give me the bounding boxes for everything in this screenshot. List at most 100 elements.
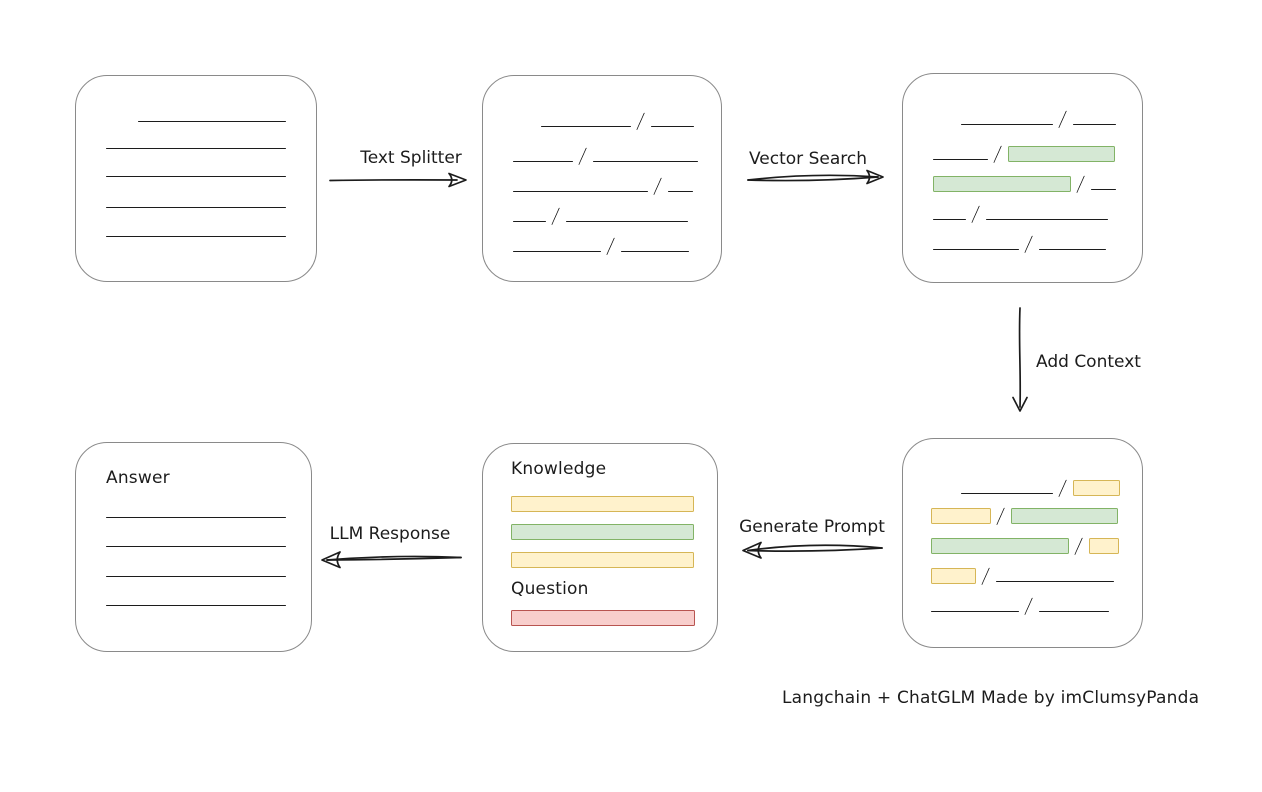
text-line: [513, 161, 573, 162]
chunk-row: [106, 176, 316, 178]
slash-separator: [971, 205, 981, 224]
chunk-row: [933, 175, 1142, 194]
context-result-node: [902, 438, 1143, 648]
question-label: Question: [511, 579, 589, 599]
chunk-row: [106, 546, 311, 548]
text-line: [961, 493, 1053, 494]
chunk-row: [933, 235, 1142, 254]
chunk-row: [931, 537, 1142, 556]
slash-separator: [1074, 537, 1084, 556]
question-chunks: [511, 610, 717, 626]
slash-separator: [1024, 597, 1034, 616]
text-line: [106, 236, 286, 237]
text-line: [138, 121, 286, 122]
llm-response-arrow: [321, 551, 462, 569]
chunk-row: [931, 567, 1142, 586]
text-line: [106, 148, 286, 149]
text-line: [933, 159, 988, 160]
slash-separator: [653, 177, 663, 196]
text-splitter-arrow: [329, 172, 467, 188]
green-chunk: [933, 176, 1071, 192]
chunk-row: [106, 605, 311, 607]
slash-separator: [1058, 479, 1068, 498]
chunk-row: [106, 576, 311, 578]
prompt-node: Knowledge Question: [482, 443, 718, 652]
slash-separator: [636, 112, 646, 131]
text-line: [593, 161, 698, 162]
slash-separator: [993, 145, 1003, 164]
chunk-row: [513, 177, 721, 196]
slash-separator: [996, 507, 1006, 526]
green-chunk: [1011, 508, 1118, 524]
slash-separator: [1058, 110, 1068, 129]
vector-search-label: Vector Search: [749, 149, 867, 169]
red-chunk: [511, 610, 695, 626]
chunk-row: [931, 479, 1142, 498]
chunk-row: [106, 121, 316, 123]
knowledge-label: Knowledge: [511, 459, 607, 479]
yellow-chunk: [931, 508, 991, 524]
chunk-row: [933, 110, 1142, 129]
diagram-caption: Langchain + ChatGLM Made by imClumsyPand…: [782, 688, 1200, 708]
knowledge-chunks: [511, 496, 717, 568]
generate-prompt-label: Generate Prompt: [739, 517, 885, 537]
chunk-row: [106, 236, 316, 238]
text-line: [106, 605, 286, 606]
text-line: [106, 517, 286, 518]
text-line: [541, 126, 631, 127]
answer-content: Answer: [76, 443, 311, 607]
text-line: [931, 611, 1019, 612]
text-line: [986, 219, 1108, 220]
slash-separator: [981, 567, 991, 586]
search-result-lines: [903, 110, 1142, 318]
yellow-chunk: [511, 496, 694, 512]
prompt-content: Knowledge Question: [483, 444, 717, 626]
split-chunks-lines: [483, 112, 721, 317]
yellow-chunk: [1089, 538, 1119, 554]
chunk-row: [106, 207, 316, 209]
text-line: [106, 207, 286, 208]
slash-separator: [1024, 235, 1034, 254]
add-context-arrow: [1012, 307, 1028, 412]
chunk-row: [931, 507, 1142, 526]
text-line: [933, 249, 1019, 250]
text-line: [106, 546, 286, 547]
split-chunks-node: [482, 75, 722, 282]
green-chunk: [931, 538, 1069, 554]
slash-separator: [551, 207, 561, 226]
yellow-chunk: [511, 552, 694, 568]
text-line: [996, 581, 1114, 582]
text-line: [651, 126, 694, 127]
chunk-row: [106, 517, 311, 519]
text-line: [513, 251, 601, 252]
yellow-chunk: [931, 568, 976, 584]
text-line: [566, 221, 688, 222]
text-line: [513, 221, 546, 222]
text-splitter-label: Text Splitter: [360, 148, 462, 168]
chunk-row: [933, 145, 1142, 164]
llm-response-label: LLM Response: [329, 524, 451, 544]
chunk-row: [513, 147, 721, 166]
add-context-label: Add Context: [1036, 352, 1141, 372]
text-line: [933, 219, 966, 220]
text-line: [1039, 611, 1109, 612]
text-line: [106, 576, 286, 577]
chunk-row: [513, 207, 721, 226]
chunk-row: [513, 112, 721, 131]
slash-separator: [1076, 175, 1086, 194]
slash-separator: [578, 147, 588, 166]
text-line: [668, 191, 693, 192]
search-result-node: [902, 73, 1143, 283]
document-node: [75, 75, 317, 282]
green-chunk: [1008, 146, 1115, 162]
answer-lines: [106, 517, 311, 607]
yellow-chunk: [1073, 480, 1120, 496]
chunk-row: [931, 597, 1142, 616]
text-line: [1073, 124, 1116, 125]
answer-label: Answer: [106, 468, 170, 488]
chunk-row: [513, 237, 721, 256]
green-chunk: [511, 524, 694, 540]
text-line: [106, 176, 286, 177]
text-line: [621, 251, 689, 252]
